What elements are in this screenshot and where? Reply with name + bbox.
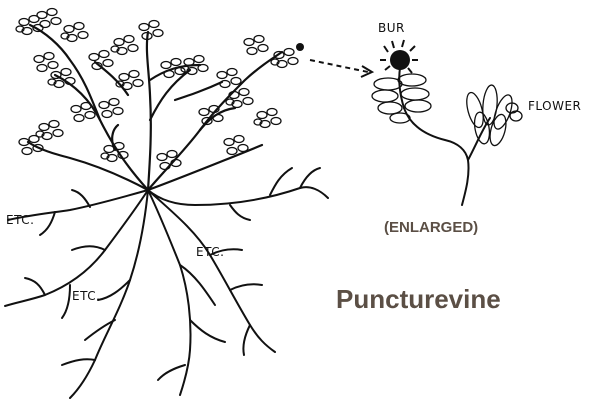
plant-stems bbox=[28, 25, 282, 190]
leaf-cluster bbox=[101, 143, 128, 162]
leaf-cluster bbox=[36, 121, 63, 140]
enlarged-flower bbox=[464, 84, 522, 147]
leaf-cluster bbox=[224, 136, 248, 155]
leaf-cluster bbox=[37, 9, 61, 28]
leaf-cluster bbox=[71, 103, 95, 122]
bur-label: BUR bbox=[378, 21, 405, 35]
leaf-cluster bbox=[226, 89, 253, 108]
leaf-cluster bbox=[254, 109, 281, 128]
etc-label-center: ETC. bbox=[196, 245, 224, 259]
leaf-cluster bbox=[99, 99, 123, 118]
plant-drawing: ETC. ETC. ETC. bbox=[5, 9, 372, 399]
enlarged-caption: (ENLARGED) bbox=[384, 219, 478, 236]
plant-bur-dot bbox=[296, 43, 304, 51]
leaf-cluster bbox=[139, 21, 163, 40]
leaf-cluster bbox=[244, 36, 268, 55]
etc-label-left: ETC. bbox=[6, 213, 34, 227]
leaf-cluster bbox=[116, 71, 143, 90]
leaf-cluster bbox=[61, 23, 88, 42]
leaf-cluster bbox=[217, 69, 241, 88]
diagram-title: Puncturevine bbox=[336, 284, 501, 314]
etc-label-bottom: ETC. bbox=[72, 289, 100, 303]
dashed-arrow bbox=[310, 60, 372, 77]
leaf-clusters bbox=[16, 9, 298, 170]
enlarged-detail: BUR FLOWER (ENLARGED) bbox=[372, 21, 581, 236]
enlarged-bur bbox=[380, 40, 418, 73]
flower-label: FLOWER bbox=[528, 99, 581, 113]
leaf-cluster bbox=[111, 36, 138, 55]
plant-runners bbox=[5, 168, 328, 398]
leaf-cluster bbox=[34, 53, 58, 72]
